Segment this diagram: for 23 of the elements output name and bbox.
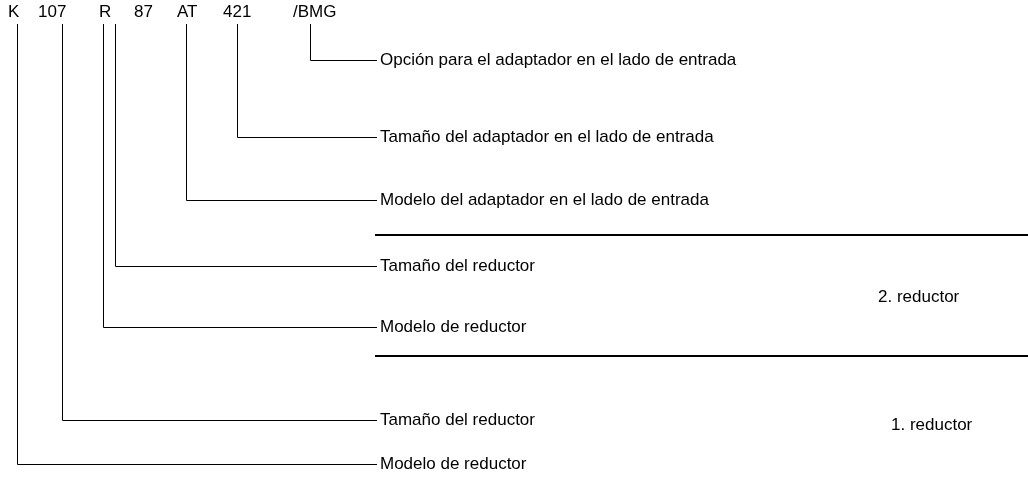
- description-text: Modelo de reductor: [380, 317, 527, 337]
- stage-label: 2. reductor: [878, 287, 960, 307]
- description-text: Tamaño del reductor: [380, 410, 535, 430]
- code-letter: AT: [177, 2, 198, 22]
- description-text: Tamaño del adaptador en el lado de entrada: [380, 127, 714, 147]
- code-suffix: /BMG: [293, 2, 337, 22]
- leader-line: [103, 23, 378, 328]
- leader-line: [62, 23, 378, 421]
- code-number: 87: [134, 2, 153, 22]
- code-letter: R: [99, 2, 112, 22]
- description-text: Tamaño del reductor: [380, 256, 535, 276]
- leader-line: [310, 23, 378, 61]
- leader-line: [237, 23, 378, 138]
- leader-line: [186, 23, 378, 201]
- leader-line: [115, 23, 378, 267]
- leader-line: [17, 23, 378, 465]
- stage-label: 1. reductor: [891, 415, 973, 435]
- code-number: 421: [223, 2, 252, 22]
- description-text: Modelo de reductor: [380, 454, 527, 474]
- description-text: Modelo del adaptador en el lado de entrada: [380, 190, 709, 210]
- code-letter: K: [8, 2, 20, 22]
- code-number: 107: [38, 2, 67, 22]
- description-text: Opción para el adaptador en el lado de entrada: [380, 50, 820, 70]
